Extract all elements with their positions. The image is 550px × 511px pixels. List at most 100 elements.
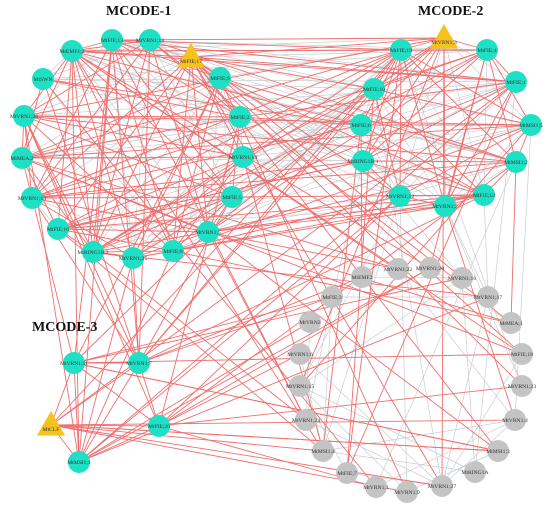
node-circle [336,462,358,484]
red-edge [57,228,209,233]
red-edge [92,49,488,253]
red-edge [239,81,517,118]
gray-edge [443,37,485,196]
gray-edge [219,77,233,198]
red-edge [50,81,517,426]
red-edge [444,81,517,207]
red-edge [360,124,485,196]
node-label: MtVRN1;17 [474,295,502,301]
node-vrn111: MtVRN1;11 [60,352,88,374]
red-edge [78,250,174,463]
gray-edge [429,267,512,324]
node-label: MtSWN [34,77,53,83]
red-edge [299,124,532,387]
red-edge [71,50,80,463]
red-edge [50,419,516,426]
red-edge [78,257,134,463]
node-fie1: MtFIE;1 [505,71,527,93]
node-label: MtFIE;5 [222,195,241,201]
node-circle [389,185,411,207]
node-fie17: MtFIE;17 [177,43,205,68]
red-edge [71,50,523,355]
red-edge [149,39,209,233]
gray-edge [299,195,401,387]
red-edge [441,37,445,487]
red-edge [57,194,485,230]
node-circle [476,39,498,61]
node-label: MtVRN1;23 [508,384,536,390]
node-label: MtFIE;4 [477,48,496,54]
gray-edge [299,277,463,387]
gray-edge [231,196,446,207]
red-edge [149,39,512,324]
red-edge [23,115,140,364]
red-edge [172,156,244,252]
red-edge [23,115,160,427]
node-label: MtVRN1;12 [386,194,414,200]
gray-edge [190,49,488,58]
red-edge [158,116,241,427]
red-edge [400,49,532,126]
gray-edge [42,78,517,83]
node-fie18: MtFIE;18 [511,343,533,365]
node-circle [63,352,85,374]
node-circle [11,147,33,169]
gray-edge [299,353,443,487]
node-circle [21,187,43,209]
red-edge [21,157,523,355]
red-edge [71,50,94,253]
red-edge [219,77,408,493]
red-edge [23,115,80,463]
node-circle [229,106,251,128]
red-edge [362,37,445,162]
gray-edge [397,268,516,421]
red-edge [190,56,209,233]
node-circle [209,67,231,89]
node-label: MtVRN1;26 [10,114,38,120]
red-edge [158,385,523,427]
node-circle [13,105,35,127]
node-circle [197,221,219,243]
gray-edge [172,116,241,252]
red-edge [373,88,532,126]
gray-edge [71,50,209,233]
node-label: MtVRN1;16 [448,276,476,282]
node-label: MtVRN1;1 [363,485,389,491]
red-edge [21,157,94,253]
node-vrn123: MtVRN1;23 [508,375,536,397]
node-circle [82,241,104,263]
gray-edge [444,124,532,207]
node-label: MtFIE;18 [511,352,533,358]
node-vrn125: MtVRN1;25 [119,247,147,269]
node-vrn14: MtVRN1;4 [502,409,528,431]
red-edge [172,205,446,252]
node-circle [451,267,473,289]
red-edge [138,49,402,364]
gray-edge [406,450,499,493]
node-fie12: MtFIE;12 [473,184,495,206]
node-circle [434,195,456,217]
red-edge [78,425,160,463]
node-label: MtVRN1;20 [416,266,444,272]
node-circle [32,68,54,90]
red-edge [362,160,517,163]
red-edge [73,277,463,364]
gray-edge [322,419,516,452]
red-edge [92,39,151,253]
gray-edge [299,353,324,452]
red-edge [21,50,73,159]
red-edge [78,321,311,463]
node-fie16: MtFIE;16 [47,218,69,240]
node-circle [295,409,317,431]
red-edge [138,296,333,364]
node-clf: MtCLF [37,411,65,436]
node-msi14: MtMSI1;4 [311,440,335,462]
node-vrn113: MtVRN1;13 [18,187,46,209]
node-circle [487,440,509,462]
red-edge [138,196,233,364]
node-circle [162,240,184,262]
node-vrn122: MtVRN1;22 [384,258,412,280]
gray-edge [360,124,401,197]
red-edge [138,194,485,364]
